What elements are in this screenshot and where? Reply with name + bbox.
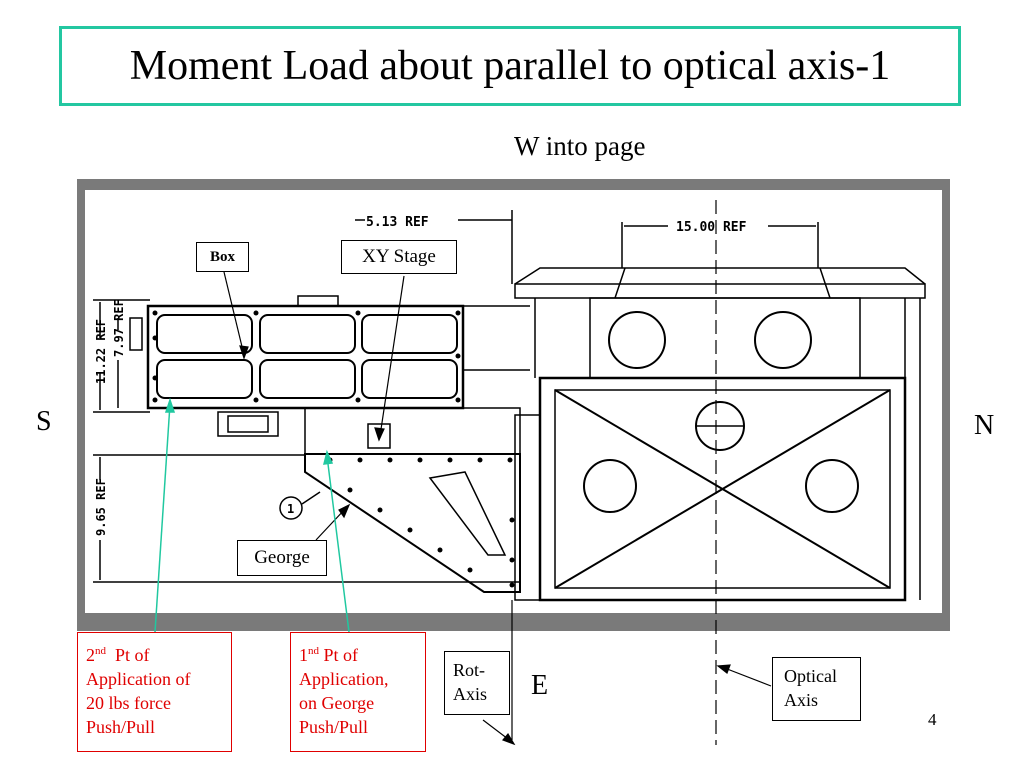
second-point-line-3: 20 lbs force — [86, 693, 171, 713]
first-point-line-2: Application, — [299, 669, 389, 689]
xy-stage-callout: XY Stage — [341, 240, 457, 274]
first-point-line-1: Pt of — [323, 645, 359, 665]
dim-top-right: 15.00 REF — [676, 220, 747, 235]
box-callout: Box — [196, 242, 249, 272]
balloon-number: 1 — [287, 502, 294, 516]
rot-axis-line-1: Rot- — [453, 660, 486, 680]
xy-stage-label: XY Stage — [362, 246, 436, 267]
george-label: George — [254, 547, 310, 568]
second-point-line-1: Pt of — [115, 645, 150, 665]
slide-subtitle: W into page — [514, 131, 646, 161]
first-point-sup: nd — [308, 645, 319, 657]
optical-axis-line-1: Optical — [784, 666, 837, 686]
second-point-sup: nd — [95, 645, 106, 657]
east-label: E — [531, 670, 549, 701]
second-point-callout: 2nd Pt of Application of 20 lbs force Pu… — [77, 632, 232, 752]
dim-top-left: 5.13 REF — [366, 215, 429, 230]
rot-axis-line-2: Axis — [453, 684, 488, 704]
george-callout: George — [237, 540, 327, 576]
second-point-line-2: Application of — [86, 669, 191, 689]
first-point-num: 1 — [299, 645, 308, 665]
dim-vert-inner: 7.97 REF — [112, 299, 126, 357]
dim-vert-lower: 9.65 REF — [94, 478, 108, 536]
first-point-line-4: Push/Pull — [299, 717, 369, 737]
first-point-callout: 1nd Pt of Application, on George Push/Pu… — [290, 632, 426, 752]
first-point-line-3: on George — [299, 693, 375, 713]
second-point-line-4: Push/Pull — [86, 717, 156, 737]
slide-title: Moment Load about parallel to optical ax… — [129, 43, 891, 89]
second-point-num: 2 — [86, 645, 95, 665]
george-bracket — [304, 453, 521, 593]
second-point-heading: 2nd Pt of — [86, 639, 223, 667]
box-label: Box — [209, 249, 235, 265]
optical-axis-callout: Optical Axis — [772, 657, 861, 721]
rot-axis-callout: Rot- Axis — [444, 651, 510, 715]
south-label: S — [36, 406, 52, 437]
page-number: 4 — [928, 710, 937, 729]
optical-axis-line-2: Axis — [784, 690, 819, 710]
first-point-heading: 1nd Pt of — [299, 639, 417, 667]
title-box: Moment Load about parallel to optical ax… — [59, 26, 961, 106]
north-label: N — [974, 410, 995, 441]
dim-vert-outer: 11.22 REF — [94, 319, 108, 384]
